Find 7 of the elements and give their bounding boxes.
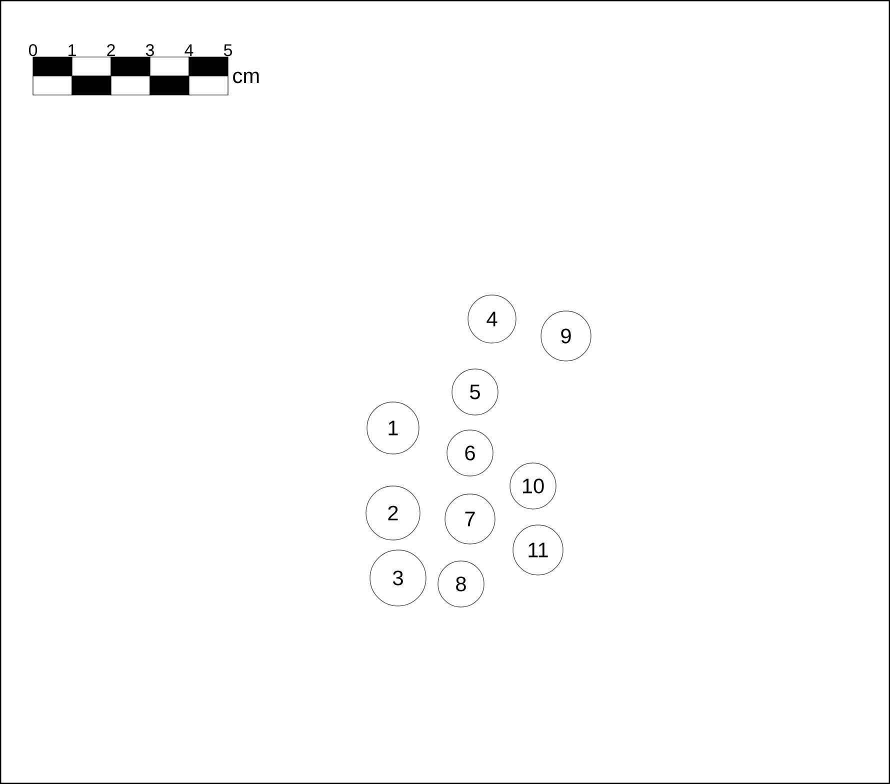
- scale-label: 3: [146, 44, 154, 56]
- scale-label: 1: [68, 44, 76, 56]
- scale-label: 4: [184, 44, 194, 56]
- unit-label: cm: [233, 72, 259, 84]
- scale-label: 0: [28, 44, 38, 56]
- scale-label: 5: [224, 44, 232, 56]
- scale-label: 2: [107, 44, 115, 56]
